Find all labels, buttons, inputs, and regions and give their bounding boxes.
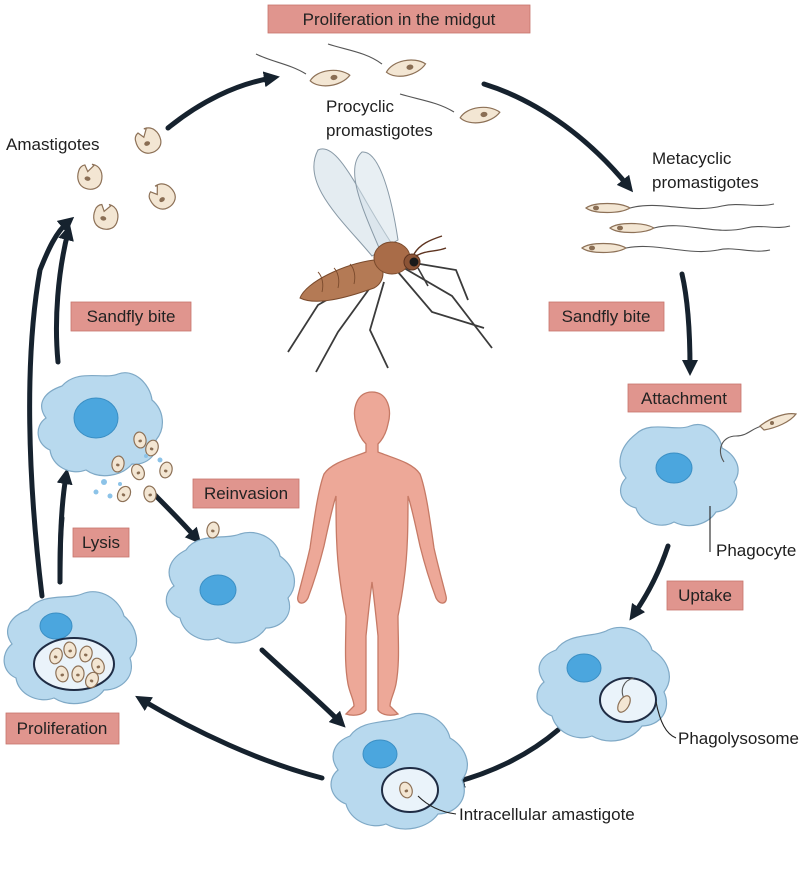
phagolysosome-cell [536,626,670,742]
human-host-silhouette [297,391,447,716]
reinvaded-macrophage-cell [165,520,296,644]
leader-lines [417,506,711,815]
box-proliferation-text: Proliferation [17,719,108,738]
label-procyclic-line1: Procyclic [326,97,395,116]
box-uptake: Uptake [666,580,744,611]
proliferating-macrophage-cell [3,591,138,705]
label-metacyclic-line2: promastigotes [652,173,759,192]
sandfly-illustration [287,148,493,373]
box-attachment: Attachment [627,383,742,413]
box-reinvasion-text: Reinvasion [204,484,288,503]
label-phagolysosome: Phagolysosome [678,729,799,748]
phagocyte-cell [619,413,798,527]
box-sandfly-bite-left-text: Sandfly bite [87,307,176,326]
procyclic-promastigotes-group [255,43,502,126]
box-sandfly-bite-right-text: Sandfly bite [562,307,651,326]
label-intracellular-amastigote: Intracellular amastigote [459,805,635,824]
box-lysis: Lysis [72,527,130,558]
box-attachment-text: Attachment [641,389,727,408]
label-metacyclic-line1: Metacyclic [652,149,732,168]
lysing-macrophage-cell [37,372,175,505]
box-lysis-text: Lysis [82,533,120,552]
box-proliferation-midgut: Proliferation in the midgut [267,4,531,34]
box-proliferation-midgut-text: Proliferation in the midgut [303,10,496,29]
box-sandfly-bite-left: Sandfly bite [70,301,192,332]
label-phagocyte: Phagocyte [716,541,796,560]
box-sandfly-bite-right: Sandfly bite [548,301,665,332]
box-proliferation: Proliferation [5,712,120,745]
box-uptake-text: Uptake [678,586,732,605]
box-reinvasion: Reinvasion [192,478,300,509]
label-procyclic-line2: promastigotes [326,121,433,140]
infected-macrophage-cell [330,712,468,830]
label-amastigotes: Amastigotes [6,135,100,154]
metacyclic-promastigotes-group [581,202,791,254]
